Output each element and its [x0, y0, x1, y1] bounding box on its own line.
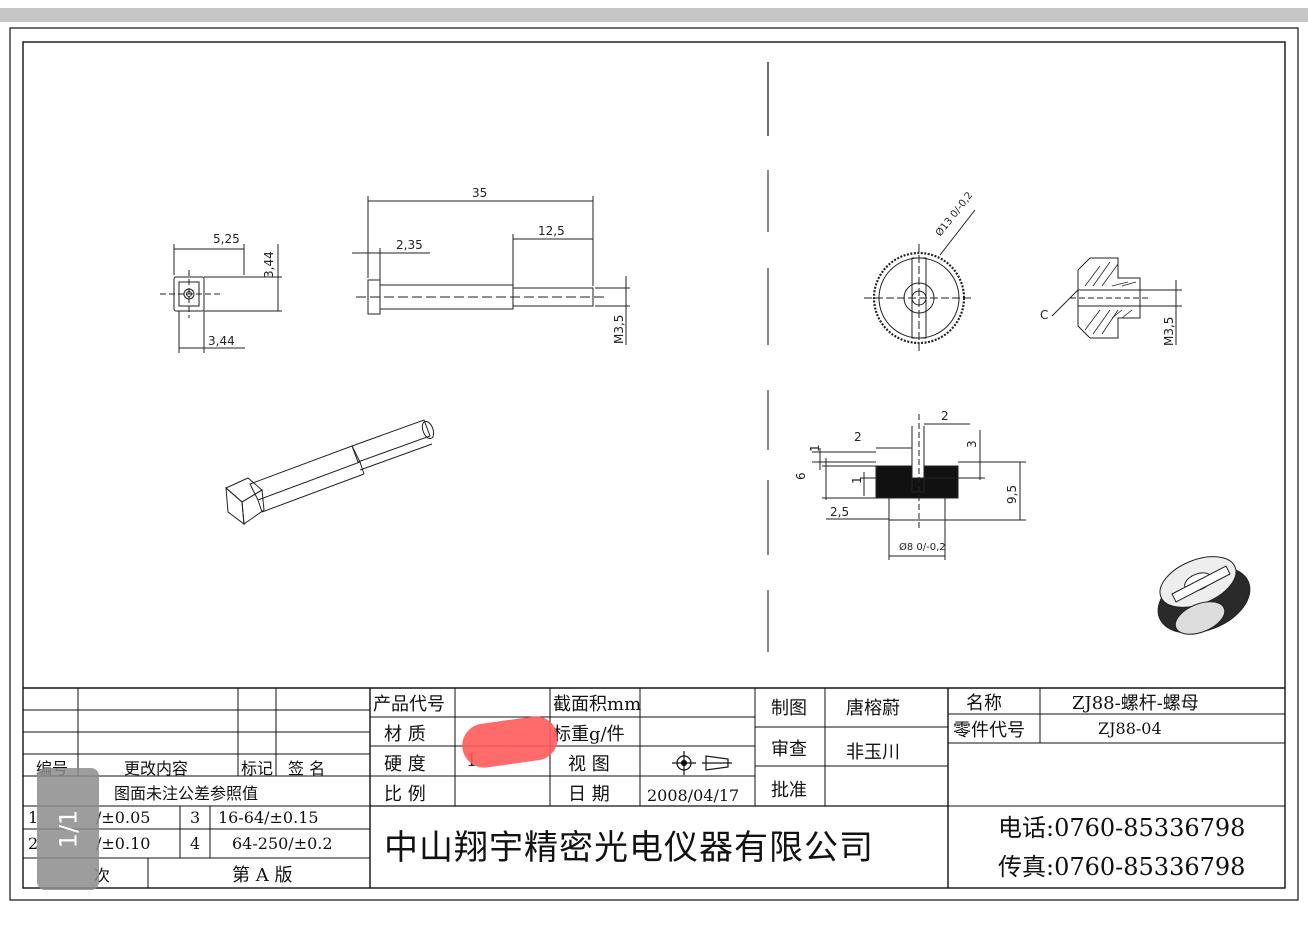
drawn-by: 唐榕蔚	[846, 698, 900, 719]
screw-3d-view	[225, 419, 435, 526]
dim-label: C	[1040, 308, 1049, 322]
nut-front-view	[864, 209, 976, 352]
material-label: 材 质	[384, 724, 426, 745]
product-code-label: 产品代号	[373, 694, 445, 715]
page-indicator-label: 1/1	[54, 809, 82, 849]
dim-label: 2	[854, 430, 862, 444]
dim-label: 35	[472, 186, 488, 200]
tol-num: 4	[190, 834, 201, 853]
dim-label: 5,25	[213, 232, 240, 246]
dim-label: Ø8 0/-0,2	[899, 542, 946, 553]
part-name: ZJ88-螺杆-螺母	[1072, 693, 1199, 714]
tol-num: 3	[190, 808, 201, 827]
dim-label: 9,5	[1005, 484, 1019, 504]
dim-label: 3	[965, 440, 979, 448]
part-code-label: 零件代号	[953, 720, 1025, 741]
nut-section-view	[1051, 257, 1182, 345]
weight-label: 标重g/件	[553, 724, 625, 745]
rev-mark-header: 标记	[241, 759, 274, 778]
checked-label: 审查	[771, 739, 807, 760]
dim-label: M3,5	[1162, 316, 1176, 346]
approved-label: 批准	[771, 780, 807, 801]
date-value: 2008/04/17	[647, 786, 740, 805]
company-name: 中山翔宇精密光电仪器有限公司	[384, 828, 874, 868]
tol-num: 2	[28, 834, 39, 853]
name-label: 名称	[966, 693, 1002, 714]
tolerance-note: 图面未注公差参照值	[114, 784, 259, 803]
rev-content-header: 更改内容	[124, 759, 189, 778]
tol-num: 1	[28, 808, 39, 827]
version-label: 第 A 版	[232, 865, 293, 886]
viewer-top-bar	[0, 8, 1308, 22]
dim-label: 1	[808, 444, 822, 452]
dim-label: 3,44	[208, 334, 235, 348]
view-label: 视 图	[568, 754, 610, 775]
part-code: ZJ88-04	[1098, 719, 1162, 738]
checked-by: 非玉川	[846, 742, 900, 763]
tol-value: /±0.05	[96, 808, 151, 827]
hardness-label: 硬 度	[384, 754, 426, 775]
scale-label: 比 例	[384, 784, 426, 805]
projection-symbol	[672, 751, 732, 775]
dim-label: 6	[794, 472, 808, 480]
tol-value: /±0.10	[96, 834, 151, 853]
screw-side-view	[352, 196, 630, 345]
dim-label: 2,35	[396, 238, 423, 252]
page-indicator[interactable]: 1/1	[37, 768, 99, 890]
dim-label: M3,5	[612, 314, 626, 344]
nut-side-view	[812, 414, 1026, 560]
dim-label: 12,5	[538, 224, 565, 238]
tol-value: 64-250/±0.2	[232, 834, 333, 853]
dim-label: 1	[850, 476, 864, 484]
drawn-label: 制图	[771, 698, 807, 719]
fax: 传真:0760-85336798	[998, 853, 1246, 881]
dim-label: 3,44	[262, 251, 276, 278]
date-label: 日 期	[568, 784, 610, 805]
dim-label: 2,5	[830, 505, 850, 519]
section-area-label: 截面积mm	[553, 694, 642, 715]
nut-3d-view	[1157, 556, 1251, 635]
dim-label: 2	[941, 409, 949, 423]
square-end-view	[160, 244, 282, 353]
telephone: 电话:0760-85336798	[998, 814, 1246, 842]
tol-value: 16-64/±0.15	[218, 808, 319, 827]
title-block-grid	[23, 687, 1285, 888]
rev-sign-header: 签 名	[288, 759, 326, 778]
